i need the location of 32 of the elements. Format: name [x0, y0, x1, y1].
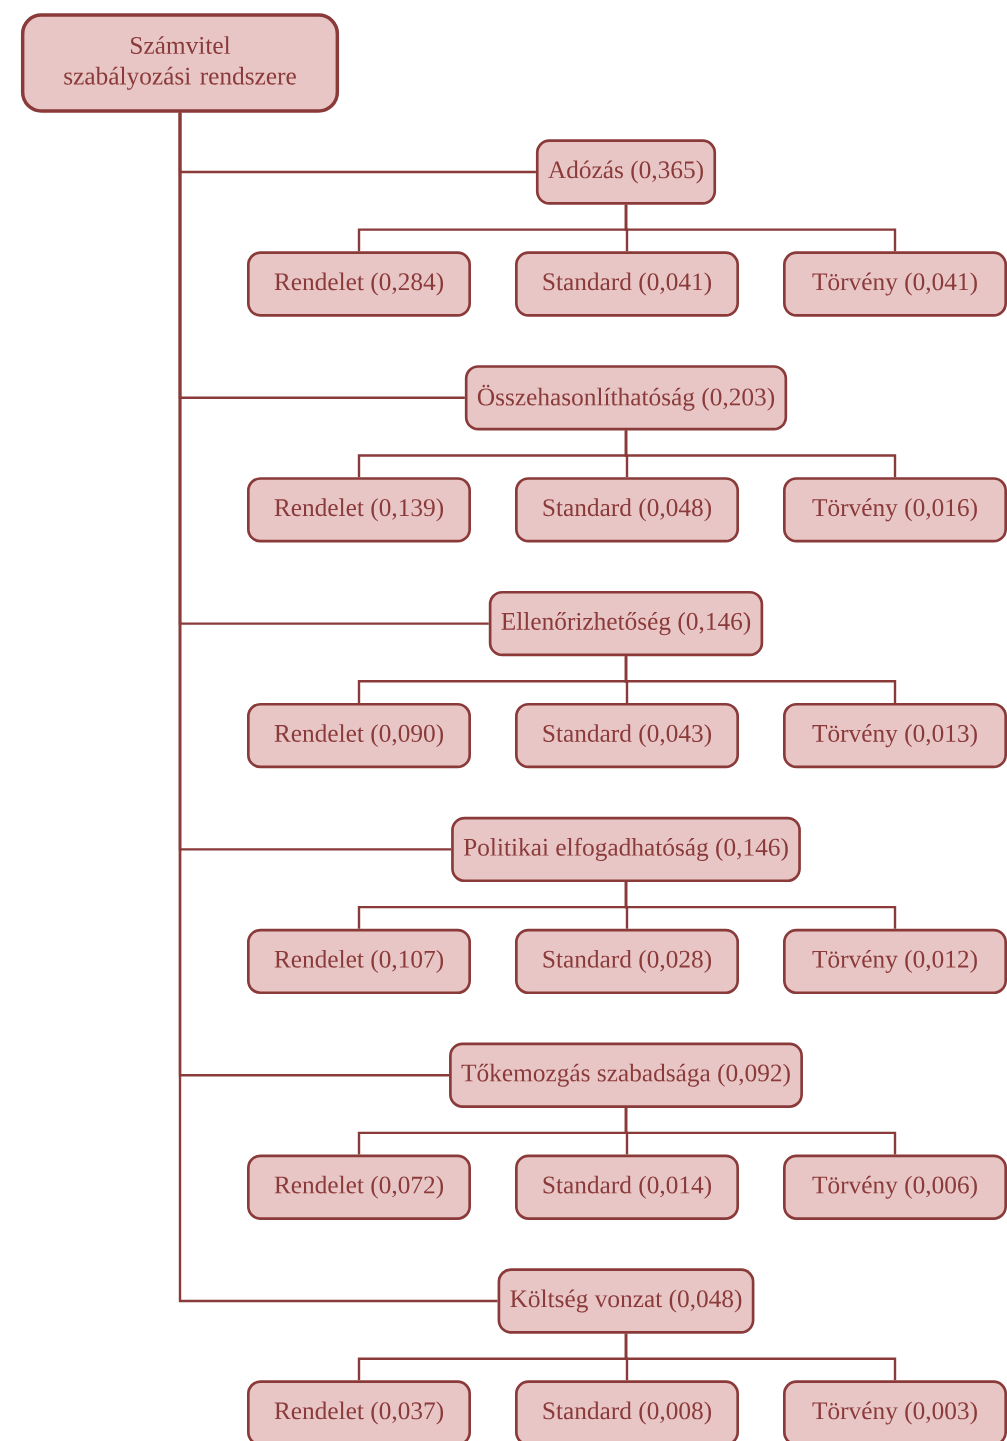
- category-box: Költség vonzat (0,048): [497, 1268, 755, 1334]
- option-box: Rendelet (0,284): [247, 251, 471, 317]
- option-box: Törvény (0,006): [783, 1154, 1007, 1220]
- category-box: Ellenőrizhetőség (0,146): [488, 590, 764, 657]
- option-box: Standard (0,043): [515, 702, 739, 769]
- connector-line: [624, 1107, 897, 1155]
- connector-line: [624, 204, 897, 252]
- category-box: Tőkemozgás szabadsága (0,092): [449, 1042, 803, 1108]
- option-box: Rendelet (0,037): [247, 1380, 471, 1441]
- option-box: Standard (0,028): [515, 928, 739, 995]
- option-box: Törvény (0,013): [783, 702, 1007, 769]
- category-box: Politikai elfogadhatóság (0,146): [451, 816, 801, 883]
- option-box: Törvény (0,003): [783, 1380, 1007, 1441]
- option-box: Törvény (0,012): [783, 928, 1007, 995]
- option-box: Törvény (0,041): [783, 251, 1007, 317]
- option-box: Standard (0,014): [515, 1154, 739, 1220]
- category-box: Összehasonlíthatóság (0,203): [464, 365, 788, 431]
- option-box: Rendelet (0,139): [247, 477, 471, 543]
- option-box: Törvény (0,016): [783, 477, 1007, 543]
- root-box: Számvitel szabályozási rendszere: [20, 13, 340, 113]
- option-box: Standard (0,048): [515, 477, 739, 543]
- option-box: Standard (0,041): [515, 251, 739, 317]
- option-box: Rendelet (0,090): [247, 702, 471, 769]
- connector-line: [178, 112, 498, 1303]
- connector-line: [624, 656, 897, 703]
- connector-line: [624, 430, 897, 478]
- category-box: Adózás (0,365): [535, 139, 717, 205]
- option-box: Rendelet (0,072): [247, 1154, 471, 1220]
- option-box: Rendelet (0,107): [247, 928, 471, 995]
- connector-line: [624, 882, 897, 929]
- connector-line: [624, 1333, 897, 1381]
- option-box: Standard (0,008): [515, 1380, 739, 1441]
